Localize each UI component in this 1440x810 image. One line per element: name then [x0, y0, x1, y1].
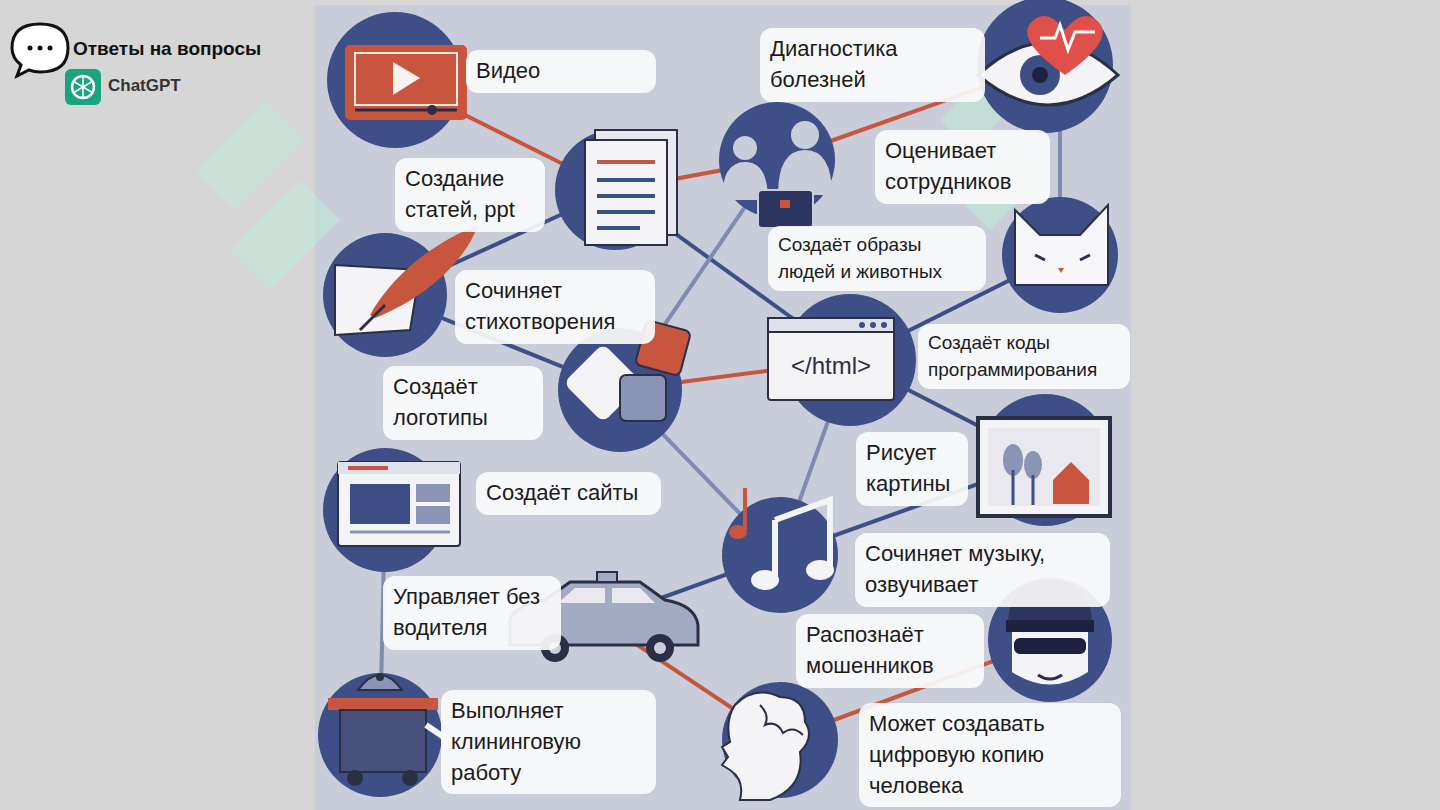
label-box: Выполняет клининговую работу	[441, 690, 656, 794]
label-box: Создание статей, ppt	[395, 158, 545, 232]
people-icon	[722, 121, 832, 228]
label-box: Создаёт образы людей и животных	[768, 226, 986, 291]
label-text: Диагностика болезней	[770, 34, 975, 96]
video-icon	[345, 45, 467, 120]
label-text: Выполняет клининговую работу	[451, 696, 646, 788]
label-text: Создаёт логотипы	[393, 372, 533, 434]
label-box: Видео	[466, 50, 656, 93]
label-text: Сочиняет музыку, озвучивает	[865, 539, 1100, 601]
painting-icon	[978, 418, 1110, 516]
label-box: Рисует картины	[856, 432, 968, 506]
label-box: Диагностика болезней	[760, 28, 985, 102]
link-lines	[380, 65, 1060, 740]
label-box: Сочиняет стихотворения	[455, 270, 655, 344]
label-box: Оценивает сотрудников	[875, 130, 1050, 204]
label-box: Создаёт сайты	[476, 472, 661, 515]
eye-heart-icon	[978, 16, 1118, 105]
document-icon	[585, 130, 677, 245]
music-icon	[729, 488, 834, 590]
label-text: Создание статей, ppt	[405, 164, 535, 226]
label-text: Рисует картины	[866, 438, 958, 500]
label-text: Сочиняет стихотворения	[465, 276, 645, 338]
label-box: Сочиняет музыку, озвучивает	[855, 533, 1110, 607]
label-text: Создаёт сайты	[486, 478, 651, 509]
label-box: Распознаёт мошенников	[796, 614, 984, 688]
html-window-icon	[768, 318, 894, 400]
face-profile-icon	[722, 693, 809, 801]
panel	[315, 5, 1131, 810]
label-text: Оценивает сотрудников	[885, 136, 1040, 198]
website-icon	[338, 462, 460, 546]
brand-name: ChatGPT	[108, 76, 181, 96]
header-title: Ответы на вопросы	[73, 38, 261, 60]
label-text: Создаёт коды программирования	[928, 330, 1120, 383]
label-text: Видео	[476, 56, 646, 87]
chatgpt-logo	[65, 69, 101, 105]
cat-icon	[1015, 205, 1108, 285]
code-tag: </html>	[791, 352, 871, 380]
icon-circle	[318, 0, 1118, 798]
label-box: Управляет без водителя	[383, 576, 561, 650]
label-box: Может создавать цифровую копию человека	[859, 703, 1121, 807]
chat-bubble-icon	[12, 24, 68, 76]
label-box: Создаёт коды программирования	[918, 324, 1130, 389]
label-box: Создаёт логотипы	[383, 366, 543, 440]
label-text: Может создавать цифровую копию человека	[869, 709, 1111, 801]
robot-cleaner-icon	[328, 673, 448, 786]
label-text: Распознаёт мошенников	[806, 620, 974, 682]
label-text: Управляет без водителя	[393, 582, 551, 644]
label-text: Создаёт образы людей и животных	[778, 232, 976, 285]
